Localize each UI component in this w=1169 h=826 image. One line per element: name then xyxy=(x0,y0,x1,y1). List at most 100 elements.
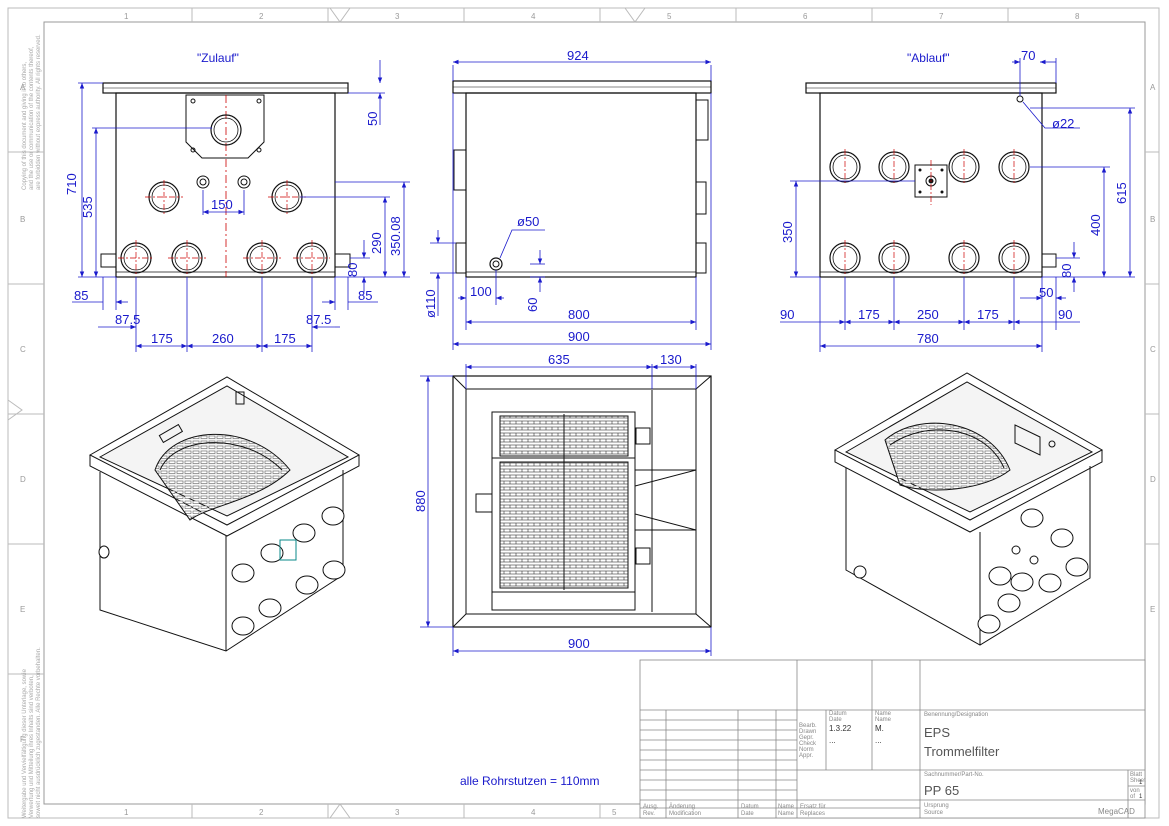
of-value: 1 xyxy=(1139,794,1143,800)
title-line-2: Trommelfilter xyxy=(924,744,1000,759)
grid-col-6: 6 xyxy=(803,12,808,21)
dim-front-87-5-right: 87.5 xyxy=(306,312,331,327)
grid-col-1-bottom: 1 xyxy=(124,808,129,817)
date-col-sub: Date xyxy=(829,717,842,723)
dim-front-85-left: 85 xyxy=(74,288,88,303)
dim-front-260: 260 xyxy=(212,331,234,346)
title-block xyxy=(639,659,1146,819)
grid-row-b: B xyxy=(20,215,25,224)
center-mark-left xyxy=(7,399,23,421)
of-label: von xyxy=(1130,788,1140,794)
dim-rear-70: 70 xyxy=(1021,48,1035,63)
dim-rear-780: 780 xyxy=(917,331,939,346)
dim-top-880: 880 xyxy=(413,490,428,512)
center-mark-bottom xyxy=(329,803,351,819)
rear-view-outlet: "Ablauf" xyxy=(780,48,1135,352)
grid-col-1: 1 xyxy=(124,12,129,21)
dim-front-175-a: 175 xyxy=(151,331,173,346)
isometric-view-left xyxy=(88,376,361,652)
name-blank: ... xyxy=(875,736,882,745)
grid-col-3: 3 xyxy=(395,12,400,21)
of-sub: of xyxy=(1130,794,1135,800)
rev-col-1: Ausg. xyxy=(643,804,659,810)
origin-label: Ursprung xyxy=(924,803,949,809)
dim-top-635: 635 xyxy=(548,352,570,367)
front-body xyxy=(115,92,336,278)
dim-front-150: 150 xyxy=(211,197,233,212)
pipe-note: alle Rohrstutzen = 110mm xyxy=(460,774,600,788)
svg-text:Weitergabe und Vervielfältigun: Weitergabe und Vervielfältigung dieser U… xyxy=(22,668,28,818)
center-mark-top2 xyxy=(624,7,646,23)
dim-rear-400: 400 xyxy=(1088,214,1103,236)
center-mark-top xyxy=(329,7,351,23)
grid-row-c-right: C xyxy=(1150,345,1156,354)
grid-col-7: 7 xyxy=(939,12,944,21)
rear-body xyxy=(819,92,1043,278)
svg-text:are forbidden without express: are forbidden without express authority.… xyxy=(36,34,42,190)
dim-front-175-b: 175 xyxy=(274,331,296,346)
dim-front-710: 710 xyxy=(64,173,79,195)
date-value: 1.3.22 xyxy=(829,724,852,733)
grid-row-e-right: E xyxy=(1150,605,1155,614)
dim-side-o50: ø50 xyxy=(517,214,539,229)
drawing-frame xyxy=(43,21,1146,805)
role-norm: Norm xyxy=(799,747,814,753)
sheet-value: 1 xyxy=(1139,780,1143,786)
role-check-de: Gepr. xyxy=(799,735,814,741)
dim-front-535: 535 xyxy=(80,196,95,218)
grid-row-a-right: A xyxy=(1150,83,1156,92)
outlet-view-label: "Ablauf" xyxy=(907,51,950,65)
designation-label: Benennung/Designation xyxy=(924,712,988,718)
dim-side-100: 100 xyxy=(470,284,492,299)
date-blank: ... xyxy=(829,736,836,745)
dim-rear-350: 350 xyxy=(780,221,795,243)
sheet-sub: Sheet xyxy=(1130,778,1146,784)
svg-text:soweit nicht ausdrücklich zuge: soweit nicht ausdrücklich zugestanden. A… xyxy=(36,647,42,818)
top-view xyxy=(420,364,712,656)
dim-front-50: 50 xyxy=(365,112,380,126)
dim-rear-250: 250 xyxy=(917,307,939,322)
grid-row-c: C xyxy=(20,345,26,354)
grid-row-d: D xyxy=(20,475,26,484)
name-col-sub: Name xyxy=(875,717,892,723)
sheet-border xyxy=(7,7,1160,819)
dim-side-924: 924 xyxy=(567,48,589,63)
grid-rows xyxy=(8,151,1159,675)
dim-side-900: 900 xyxy=(568,329,590,344)
grid-row-d-right: D xyxy=(1150,475,1156,484)
name-value: M. xyxy=(875,724,884,733)
part-number-label: Sachnummer/Part-No. xyxy=(924,772,984,778)
rev-col-4-en: Name xyxy=(778,811,795,817)
rev-col-3: Datum xyxy=(741,804,759,810)
grid-row-e: E xyxy=(20,605,25,614)
dim-front-85-right: 85 xyxy=(358,288,372,303)
dim-side-800: 800 xyxy=(568,307,590,322)
role-approve: Appr. xyxy=(799,753,813,759)
dim-rear-80: 80 xyxy=(1059,264,1074,278)
copyright-notice-top: Copying of this document and giving it t… xyxy=(22,34,42,190)
grid-col-8: 8 xyxy=(1075,12,1080,21)
dim-top-130: 130 xyxy=(660,352,682,367)
dim-rear-o22: ø22 xyxy=(1052,116,1074,131)
dim-rear-175-a: 175 xyxy=(858,307,880,322)
rev-col-5: Ersatz für xyxy=(800,804,826,810)
grid-col-2-bottom: 2 xyxy=(259,808,264,817)
dim-side-60: 60 xyxy=(525,298,540,312)
grid-col-4: 4 xyxy=(531,12,536,21)
role-drawn-en: Drawn xyxy=(799,729,816,735)
dim-rear-90-right: 90 xyxy=(1058,307,1072,322)
dim-rear-90-left: 90 xyxy=(780,307,794,322)
isometric-view-right xyxy=(833,372,1104,646)
rev-col-3-en: Date xyxy=(741,811,754,817)
svg-text:and the use or communication o: and the use or communication of the cont… xyxy=(29,46,35,190)
side-view: 924 ø50 ø110 100 60 800 900 xyxy=(423,48,712,350)
front-mount-plate xyxy=(185,94,265,159)
origin-sub: Source xyxy=(924,810,944,816)
dim-front-350-08: 350.08 xyxy=(388,216,403,256)
grid-columns-top xyxy=(191,8,1009,818)
dim-rear-175-b: 175 xyxy=(977,307,999,322)
side-body xyxy=(465,92,697,278)
svg-text:Copying of this document and g: Copying of this document and giving it t… xyxy=(22,62,28,190)
role-check-en: Check xyxy=(799,741,817,747)
